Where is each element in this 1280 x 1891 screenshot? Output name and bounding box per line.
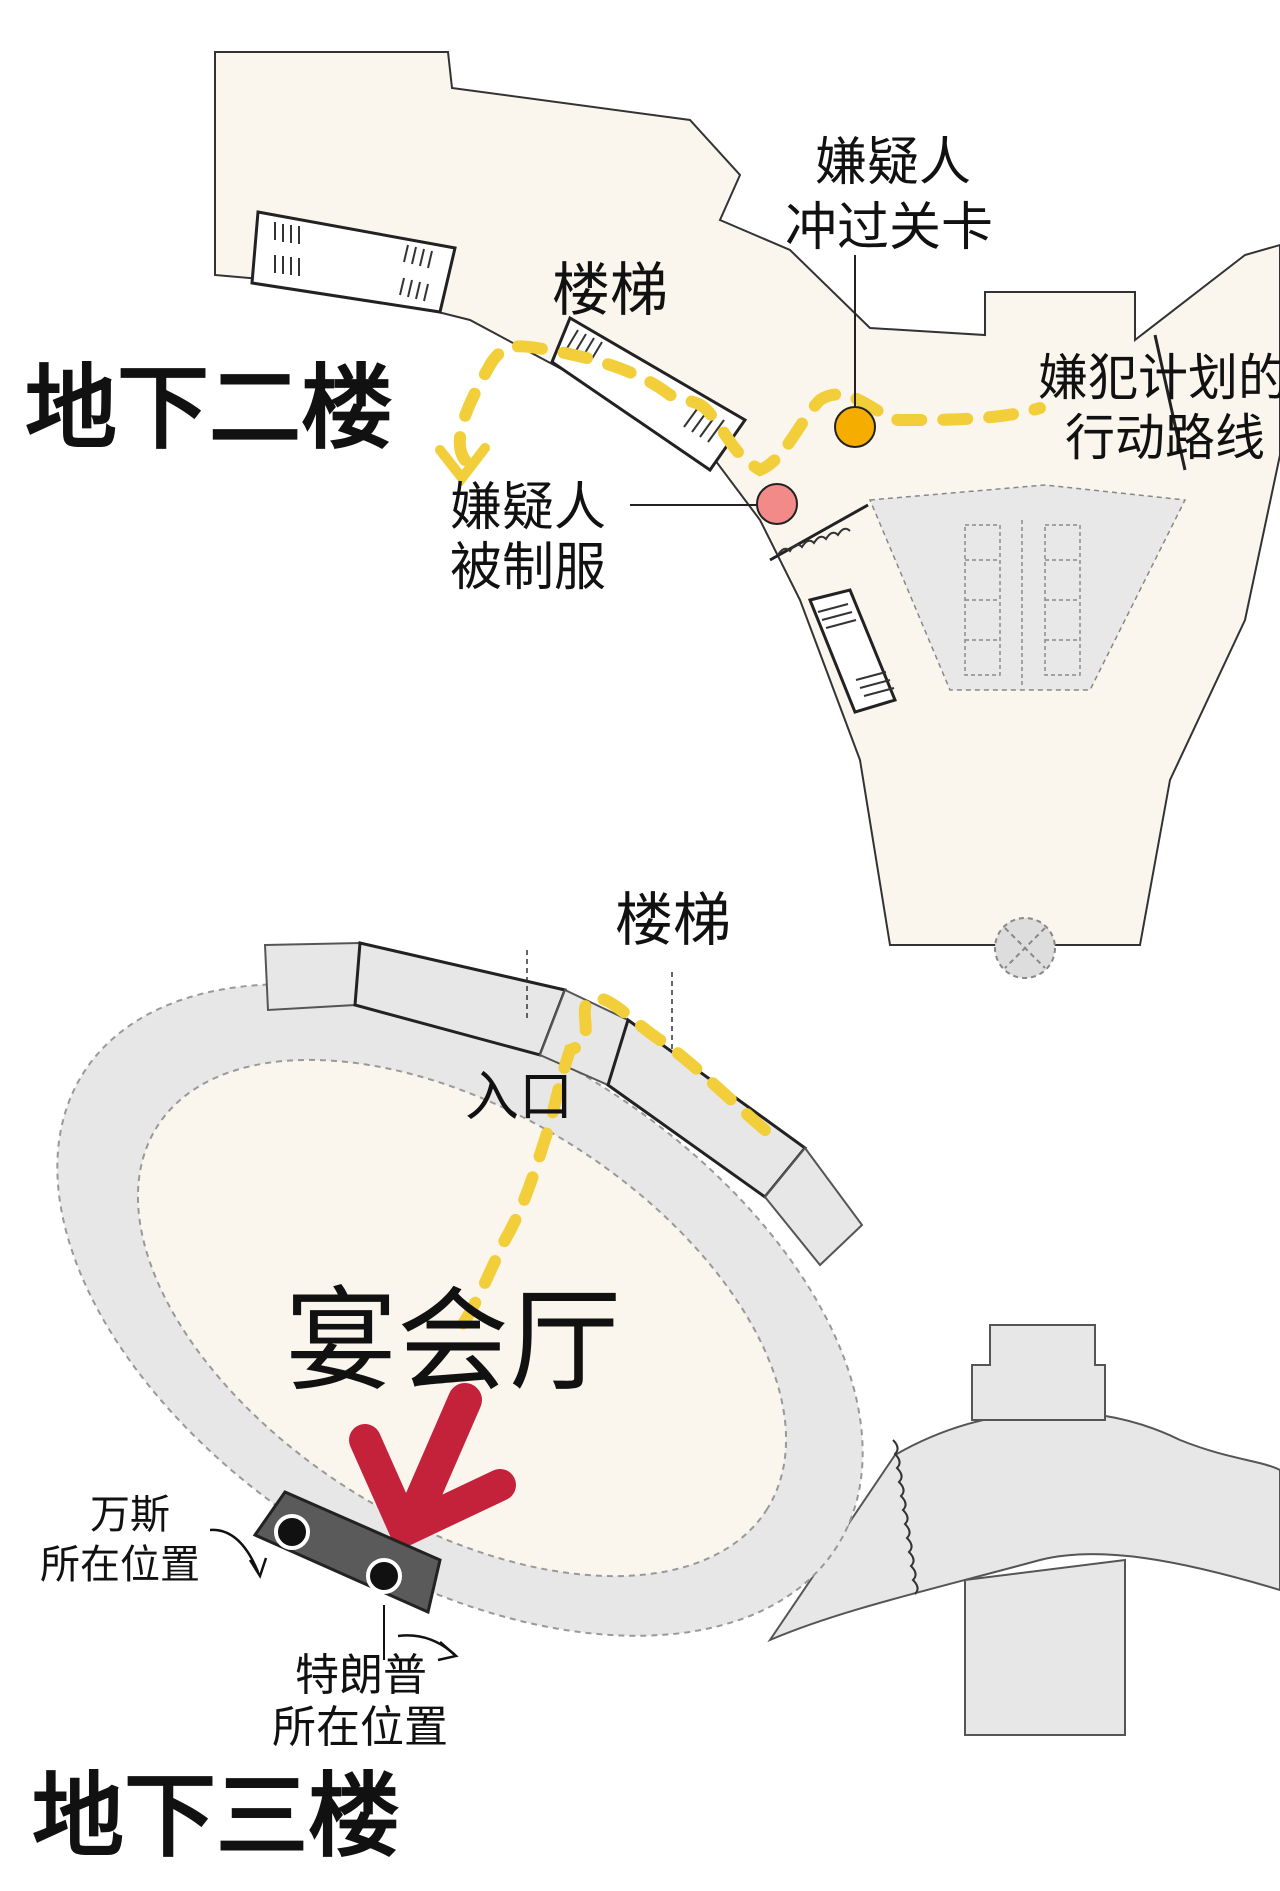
vance-position-marker <box>274 1514 310 1550</box>
b3-floor-plan <box>56 941 1280 1736</box>
subdued-label-line2: 被制服 <box>450 538 606 598</box>
suspect-checkpoint-marker <box>834 406 876 448</box>
b2-route-arrowhead <box>435 443 490 487</box>
b3-doors <box>892 1439 919 1595</box>
b3-upper-annex <box>971 1324 1106 1421</box>
trump-position-marker <box>366 1558 402 1594</box>
trump-label-line2: 所在位置 <box>272 1702 448 1753</box>
route-label-line1: 嫌犯计划的 <box>1038 349 1280 407</box>
b2-column <box>994 917 1056 979</box>
b3-floor-title: 地下三楼 <box>32 1763 400 1870</box>
vance-label-line1: 万斯 <box>90 1492 170 1538</box>
red-arrow-to-stage <box>349 1383 516 1552</box>
b2-seating-area <box>868 484 1187 691</box>
b3-stair-rooms <box>263 941 864 1267</box>
b2-escalator-lower <box>807 588 898 714</box>
b2-right-wall <box>1153 334 1187 471</box>
b2-suspect-route <box>453 340 1046 477</box>
route-label-line2: 行动路线 <box>1065 409 1265 467</box>
banquet-hall-label: 宴会厅 <box>285 1277 621 1407</box>
b2-checkpoint-gate <box>769 503 869 562</box>
b2-stairs-label: 楼梯 <box>552 256 668 324</box>
suspect-subdued-marker <box>756 483 798 525</box>
checkpoint-label-line1: 嫌疑人 <box>815 133 971 193</box>
b3-suspect-route <box>449 992 771 1341</box>
b2-tables <box>964 520 1081 685</box>
trump-label-line1: 特朗普 <box>295 1650 427 1701</box>
subdued-label-line1: 嫌疑人 <box>450 478 606 538</box>
b2-floor-plan <box>214 51 1280 979</box>
b2-doors <box>777 527 851 556</box>
entrance-label: 入口 <box>465 1065 573 1128</box>
vance-pointer-arrow <box>209 1528 260 1573</box>
checkpoint-label-line2: 冲过关卡 <box>785 198 993 258</box>
b2-floor-title: 地下二楼 <box>25 355 393 462</box>
b3-stairs-label: 楼梯 <box>615 886 731 954</box>
b2-escalator-left <box>250 210 457 314</box>
vance-label-line2: 所在位置 <box>40 1542 200 1588</box>
b3-lower-annex <box>964 1558 1126 1736</box>
